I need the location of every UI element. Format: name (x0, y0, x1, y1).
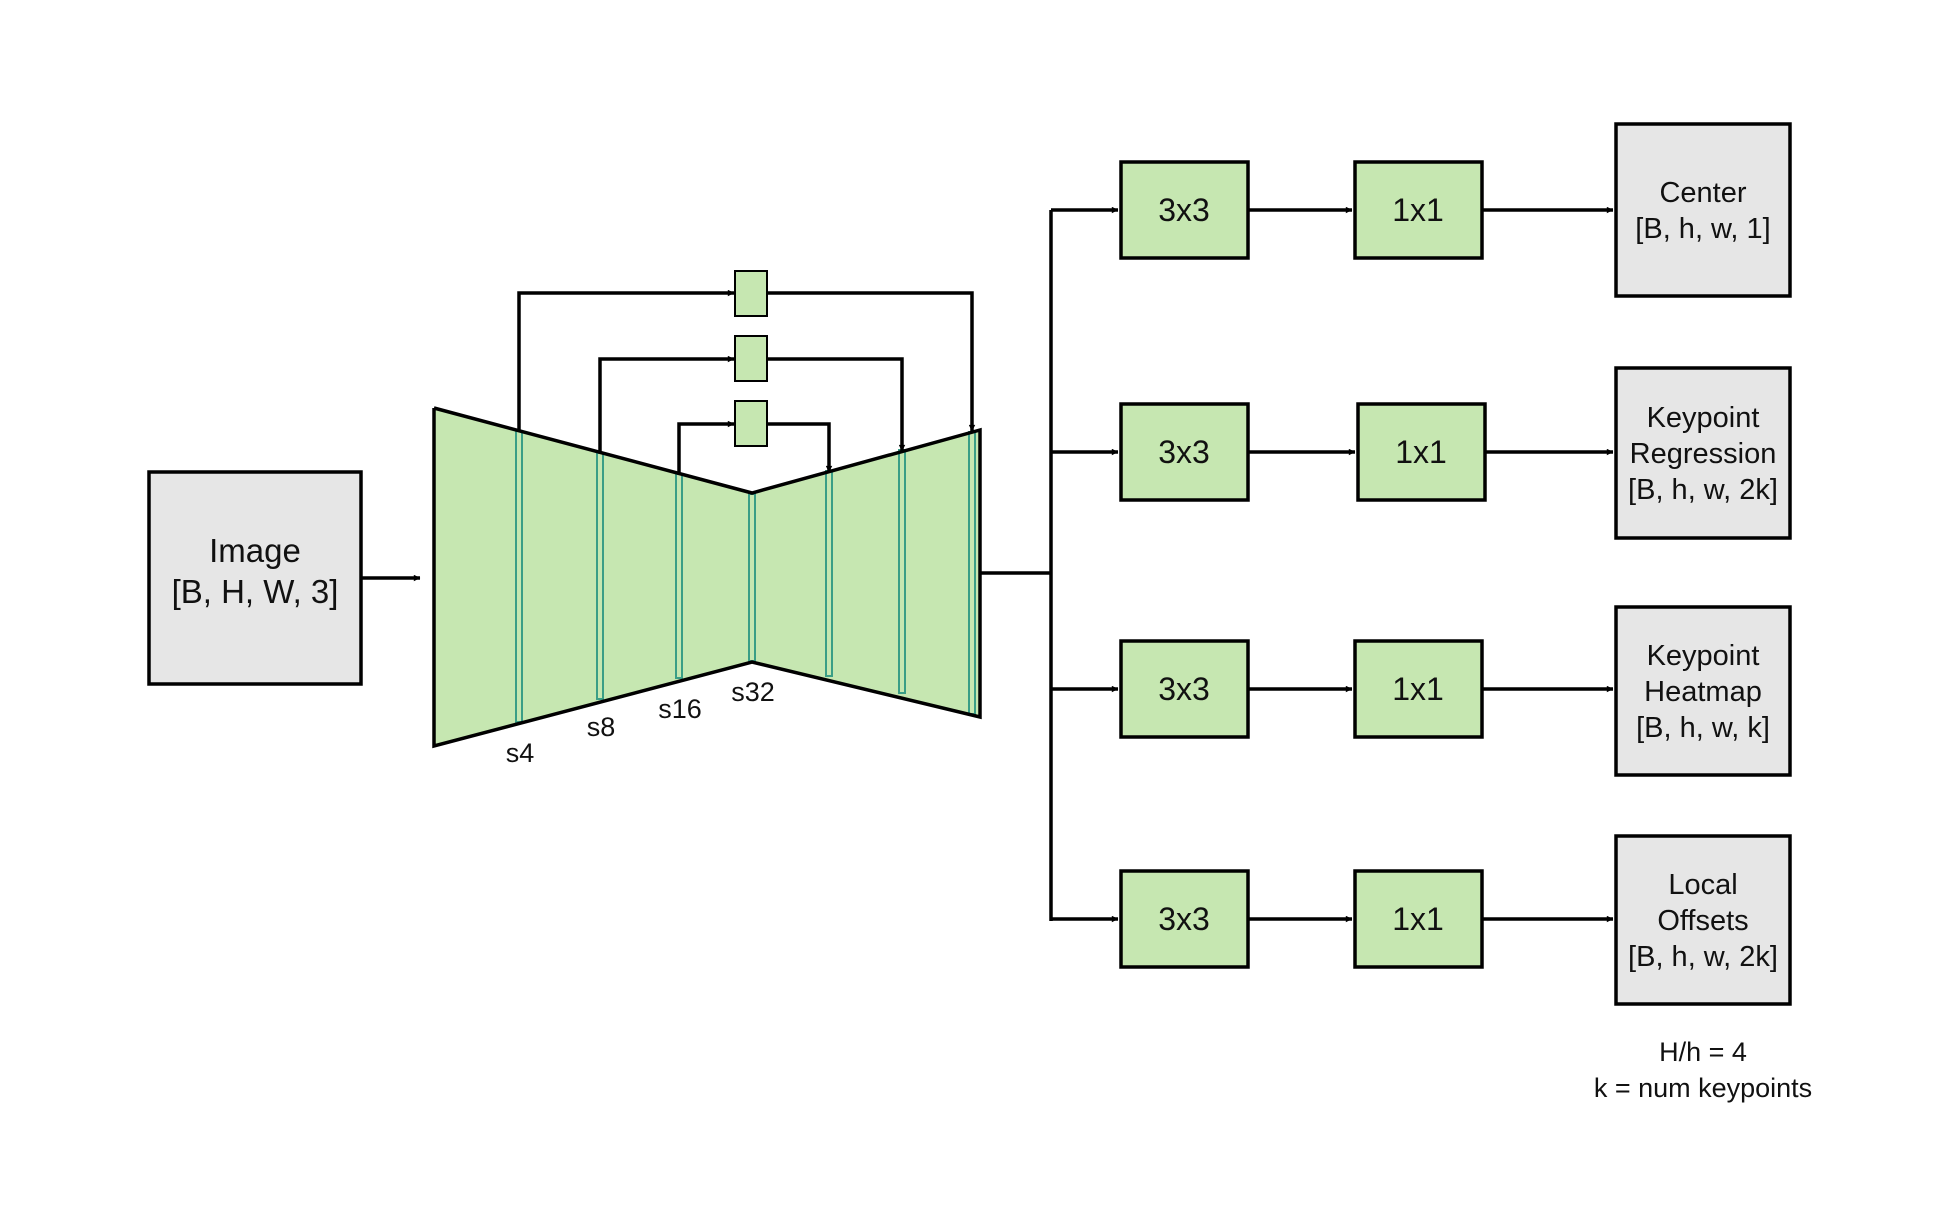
encoder-slice-s16 (675, 473, 683, 679)
conv3x3-block: 3x3 (1119, 869, 1250, 969)
conv1x1-label: 1x1 (1395, 434, 1447, 470)
note-stride-ratio: H/h = 4 (1659, 1037, 1747, 1067)
conv3x3-label: 3x3 (1158, 434, 1210, 470)
conv1x1-label: 1x1 (1392, 901, 1444, 937)
backbone-network (432, 406, 982, 749)
decoder-slice-2 (898, 449, 906, 694)
output-box: Center [B, h, w, 1] (1614, 122, 1792, 298)
skip-block-s4 (734, 270, 768, 317)
conv3x3-label: 3x3 (1158, 901, 1210, 937)
skip-connection-s16 (677, 400, 833, 474)
note-keypoint-count: k = num keypoints (1594, 1073, 1812, 1103)
conv1x1-block: 1x1 (1353, 160, 1484, 260)
input-label: Image (209, 532, 301, 569)
conv1x1-label: 1x1 (1392, 671, 1444, 707)
skip-connection-s4 (517, 270, 976, 432)
conv1x1-block: 1x1 (1356, 402, 1487, 502)
stride-label-s8: s8 (587, 712, 616, 742)
head-row-1: 3x3 1x1 Center [B, h, w, 1] (1051, 122, 1792, 298)
output-label-line: Center (1659, 177, 1746, 209)
conv3x3-label: 3x3 (1158, 192, 1210, 228)
decoder-slice-1 (825, 470, 833, 677)
output-label-line: [B, h, w, 2k] (1628, 474, 1778, 506)
stride-label-s32: s32 (731, 677, 775, 707)
stride-label-s4: s4 (506, 738, 535, 768)
conv1x1-block: 1x1 (1353, 639, 1484, 739)
conv3x3-block: 3x3 (1119, 160, 1250, 260)
decoder-slice-3 (968, 431, 976, 715)
output-label-line: [B, h, w, 2k] (1628, 941, 1778, 973)
output-label-line: Keypoint (1647, 402, 1760, 434)
output-label-line: Heatmap (1644, 676, 1762, 708)
conv1x1-label: 1x1 (1392, 192, 1444, 228)
output-label-line: Local (1668, 869, 1737, 901)
output-label-line: Regression (1630, 438, 1777, 470)
skip-block-s16 (734, 400, 768, 447)
conv3x3-block: 3x3 (1119, 639, 1250, 739)
encoder-slice-s4 (515, 430, 523, 723)
skip-connection-s8 (598, 335, 906, 453)
output-label-line: Offsets (1657, 905, 1748, 937)
bottleneck-slice-s32 (748, 493, 756, 662)
skip-block-s8 (734, 335, 768, 382)
output-label-line: [B, h, w, k] (1636, 712, 1770, 744)
stride-label-s16: s16 (658, 694, 702, 724)
conv3x3-block: 3x3 (1119, 402, 1250, 502)
input-image-box: Image [B, H, W, 3] (147, 470, 363, 686)
output-label-line: Keypoint (1647, 640, 1760, 672)
output-label-line: [B, h, w, 1] (1635, 213, 1770, 245)
conv1x1-block: 1x1 (1353, 869, 1484, 969)
conv3x3-label: 3x3 (1158, 671, 1210, 707)
input-shape: [B, H, W, 3] (172, 573, 339, 610)
encoder-slice-s8 (596, 452, 604, 700)
